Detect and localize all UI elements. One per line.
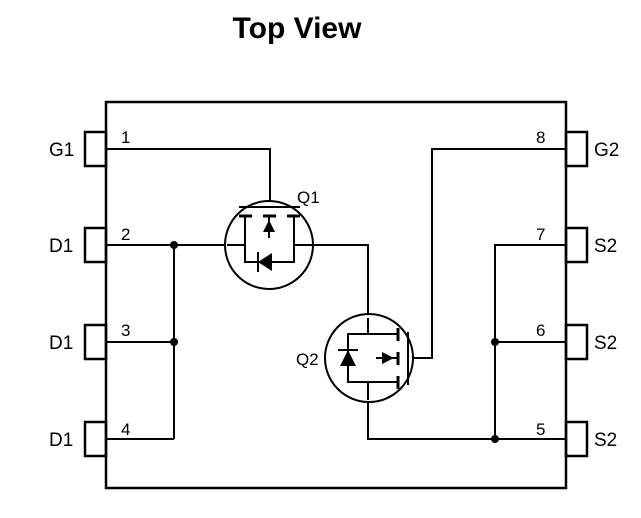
pin-1-tab (83, 130, 108, 168)
pin-2-tab (83, 226, 108, 264)
pin-6-number: 6 (536, 321, 545, 340)
junction-d1-a (170, 241, 178, 249)
junction-s2-a (491, 338, 499, 346)
pin-7-tab (564, 226, 589, 264)
wire-q1-q2 (313, 244, 369, 318)
pin-4-name: D1 (49, 430, 73, 451)
pin-5-tab (564, 420, 589, 458)
junction-d1-b (170, 338, 178, 346)
pin-6-name: S2 (594, 333, 617, 354)
q1-mosfet-symbol (224, 200, 314, 290)
internal-wiring (106, 148, 566, 443)
pin-7-name: S2 (594, 236, 617, 257)
diagram-title: Top View (232, 12, 362, 45)
pin-4-number: 4 (121, 420, 130, 439)
pin-8-tab (564, 130, 589, 168)
pin-1-name: G1 (49, 140, 74, 161)
pin-8-number: 8 (536, 128, 545, 147)
q2-mosfet-symbol (324, 313, 414, 403)
pin-2-name: D1 (49, 236, 73, 257)
pin-7-number: 7 (536, 225, 545, 244)
pin-1-number: 1 (121, 128, 130, 147)
wire-g1 (106, 148, 271, 207)
q1-label: Q1 (297, 188, 320, 207)
wire-g2 (408, 148, 566, 359)
pin-6-tab (564, 323, 589, 361)
pin-8-name: G2 (594, 140, 619, 161)
pin-3-name: D1 (49, 333, 73, 354)
junction-s2-b (491, 435, 499, 443)
right-pin-tabs (564, 130, 589, 458)
pin-5-number: 5 (536, 420, 545, 439)
package-outline (104, 100, 568, 490)
wire-q2-source (367, 400, 566, 440)
pin-3-tab (83, 323, 108, 361)
wire-s2-bus (494, 244, 566, 439)
pin-3-number: 3 (121, 321, 130, 340)
left-pin-tabs (83, 130, 108, 458)
pin-2-number: 2 (121, 225, 130, 244)
pin-4-tab (83, 420, 108, 458)
pin-5-name: S2 (594, 430, 617, 451)
q2-label: Q2 (296, 350, 319, 369)
